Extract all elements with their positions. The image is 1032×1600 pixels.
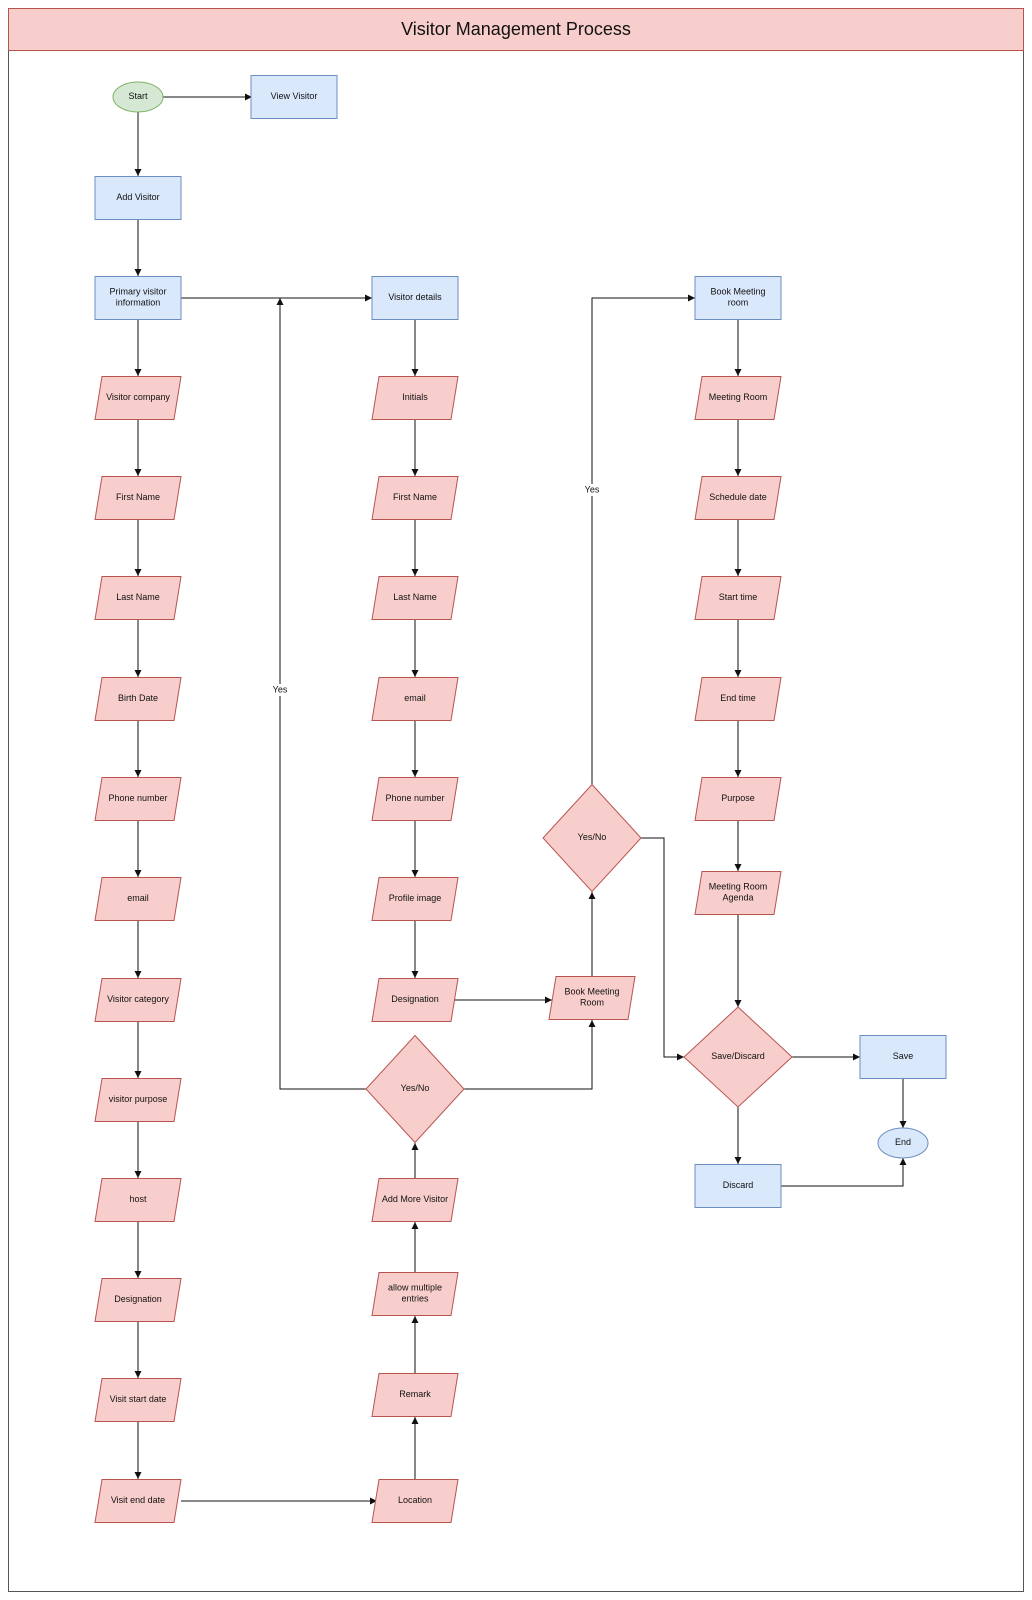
node-email-1: email — [94, 877, 182, 921]
node-label-visitor-details: Visitor details — [388, 292, 442, 302]
node-label-end: End — [895, 1137, 911, 1147]
node-label-remark: Remark — [399, 1389, 431, 1399]
node-visitor-category: Visitor category — [94, 978, 182, 1022]
title-bar: Visitor Management Process — [8, 8, 1024, 51]
node-label-start: Start — [128, 91, 148, 101]
node-label-end-time: End time — [720, 693, 756, 703]
node-label-visitor-category: Visitor category — [107, 994, 169, 1004]
node-label-add-visitor: Add Visitor — [116, 192, 159, 202]
node-label-start-time: Start time — [719, 592, 758, 602]
node-visit-end: Visit end date — [94, 1479, 182, 1523]
node-label-designation-1: Designation — [114, 1294, 162, 1304]
node-designation-2: Designation — [371, 978, 459, 1022]
node-location: Location — [371, 1479, 459, 1523]
node-label-save: Save — [893, 1051, 914, 1061]
node-label-yesno-2: Yes/No — [578, 832, 607, 842]
edge-label-bg-yes-1 — [271, 684, 289, 696]
node-visitor-details: Visitor details — [371, 276, 459, 320]
node-phone-1: Phone number — [94, 777, 182, 821]
node-label-view-visitor: View Visitor — [271, 91, 318, 101]
node-view-visitor: View Visitor — [250, 75, 338, 119]
node-label-discard: Discard — [723, 1180, 754, 1190]
node-label-last-name-2: Last Name — [393, 592, 437, 602]
node-yesno-1: Yes/No — [365, 1034, 465, 1144]
edge-e-yesno1-back — [276, 298, 366, 1090]
node-end-time: End time — [694, 677, 782, 721]
node-start-time: Start time — [694, 576, 782, 620]
node-add-more: Add More Visitor — [371, 1178, 459, 1222]
edge-label-bg-yes-2 — [583, 484, 601, 496]
edge-e-discard-end — [781, 1158, 907, 1187]
diagram-title: Visitor Management Process — [401, 19, 631, 39]
node-label-visitor-company: Visitor company — [106, 392, 170, 402]
node-meeting-room: Meeting Room — [694, 376, 782, 420]
node-label-email-2: email — [404, 693, 426, 703]
node-label-birth-date: Birth Date — [118, 693, 158, 703]
node-last-name-2: Last Name — [371, 576, 459, 620]
node-label-yesno-1: Yes/No — [401, 1083, 430, 1093]
node-label-meeting-room: Meeting Room — [709, 392, 768, 402]
node-label-last-name-1: Last Name — [116, 592, 160, 602]
node-initials: Initials — [371, 376, 459, 420]
node-birth-date: Birth Date — [94, 677, 182, 721]
node-end: End — [877, 1127, 929, 1159]
node-label-phone-1: Phone number — [108, 793, 167, 803]
node-first-name-1: First Name — [94, 476, 182, 520]
node-profile-image: Profile image — [371, 877, 459, 921]
node-label-visit-start: Visit start date — [110, 1394, 167, 1404]
node-label-first-name-2: First Name — [393, 492, 437, 502]
node-visitor-company: Visitor company — [94, 376, 182, 420]
node-first-name-2: First Name — [371, 476, 459, 520]
edge-e-yesno2-save — [641, 837, 684, 1061]
node-visitor-purpose: visitor purpose — [94, 1078, 182, 1122]
node-schedule-date: Schedule date — [694, 476, 782, 520]
node-label-visitor-purpose: visitor purpose — [109, 1094, 168, 1104]
node-label-profile-image: Profile image — [389, 893, 442, 903]
node-label-save-discard: Save/Discard — [711, 1051, 765, 1061]
node-yesno-2: Yes/No — [542, 783, 642, 893]
node-label-add-more: Add More Visitor — [382, 1194, 448, 1204]
node-label-schedule-date: Schedule date — [709, 492, 767, 502]
node-label-visit-end: Visit end date — [111, 1495, 165, 1505]
node-label-phone-2: Phone number — [385, 793, 444, 803]
edge-label-yes-1: Yes — [273, 684, 288, 694]
edges-layer — [134, 93, 907, 1505]
node-host: host — [94, 1178, 182, 1222]
node-label-purpose: Purpose — [721, 793, 755, 803]
edge-e-yesno1-book — [464, 1020, 596, 1090]
node-last-name-1: Last Name — [94, 576, 182, 620]
edge-label-yes-2: Yes — [585, 484, 600, 494]
node-label-location: Location — [398, 1495, 432, 1505]
node-remark: Remark — [371, 1373, 459, 1417]
node-label-first-name-1: First Name — [116, 492, 160, 502]
node-discard: Discard — [694, 1164, 782, 1208]
node-start: Start — [112, 81, 164, 113]
node-label-initials: Initials — [402, 392, 428, 402]
node-label-email-1: email — [127, 893, 149, 903]
node-email-2: email — [371, 677, 459, 721]
node-phone-2: Phone number — [371, 777, 459, 821]
node-label-designation-2: Designation — [391, 994, 439, 1004]
node-save-discard: Save/Discard — [683, 1006, 793, 1108]
node-designation-1: Designation — [94, 1278, 182, 1322]
node-visit-start: Visit start date — [94, 1378, 182, 1422]
edge-e-yesno2-bmr — [591, 294, 695, 785]
node-purpose: Purpose — [694, 777, 782, 821]
node-save: Save — [859, 1035, 947, 1079]
node-label-host: host — [129, 1194, 147, 1204]
node-add-visitor: Add Visitor — [94, 176, 182, 220]
